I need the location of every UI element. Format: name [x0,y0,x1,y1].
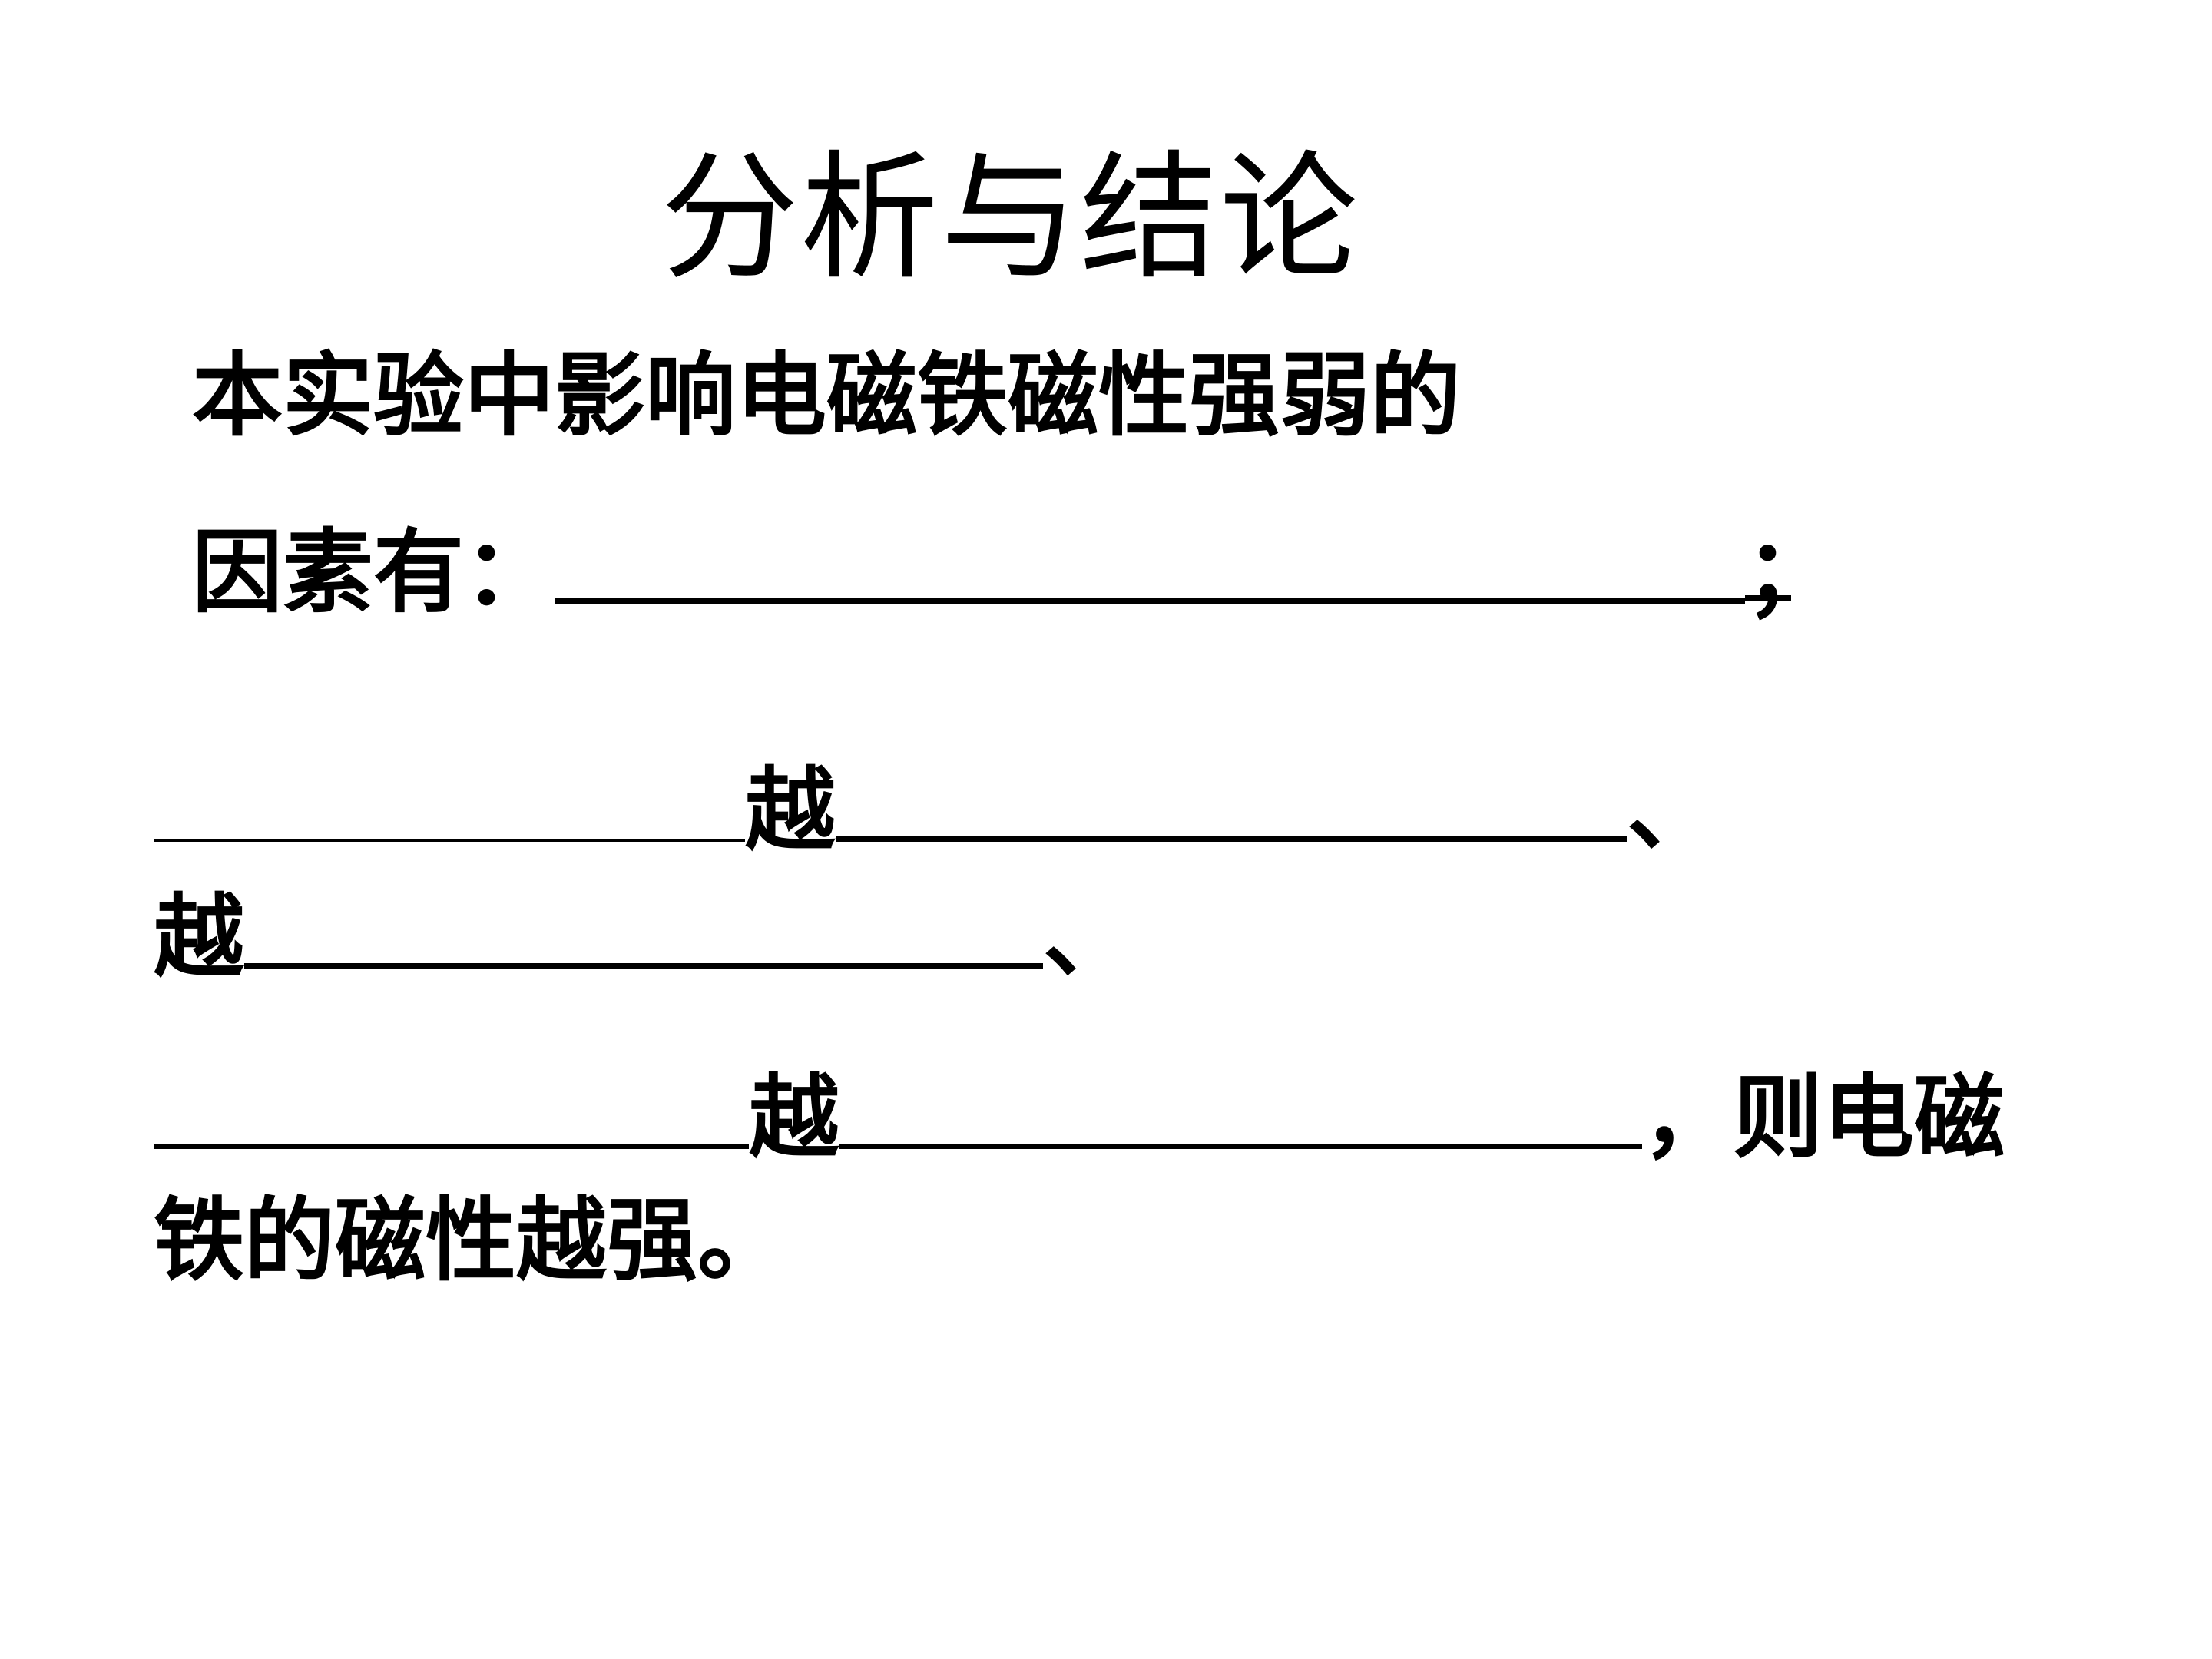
line-5-tail: ，则电磁 [1642,1064,2005,1171]
answer-blank-4 [154,1067,749,1149]
semicolon: ； [1745,518,1836,625]
line-4: 越、 [154,883,1134,991]
line-1: 本实验中影响电磁铁磁性强弱的 [192,342,1461,449]
answer-blank-5 [839,1067,1643,1149]
line-6: 铁的磁性越强。 [154,1187,788,1294]
line-1-text: 本实验中影响电磁铁磁性强弱的 [192,342,1462,449]
page-title: 分析与结论 [661,138,1360,299]
line-6-text: 铁的磁性越强。 [154,1187,789,1293]
dun-2: 、 [1043,883,1134,990]
factors-label: 因素有： [192,518,555,625]
dun-1: 、 [1627,757,1718,863]
yue-2: 越 [154,883,245,990]
line-5: 越 ，则电磁 [154,1064,2005,1171]
answer-blank-2 [836,760,1628,842]
answer-blank-factors [555,522,1746,604]
line-2: 因素有： ； [192,518,1836,626]
yue-3: 越 [749,1064,840,1171]
line-3: 越、 [154,757,1717,864]
answer-blank-3 [244,886,1044,969]
yue-1: 越 [745,757,836,863]
answer-blank-1 [154,763,745,842]
